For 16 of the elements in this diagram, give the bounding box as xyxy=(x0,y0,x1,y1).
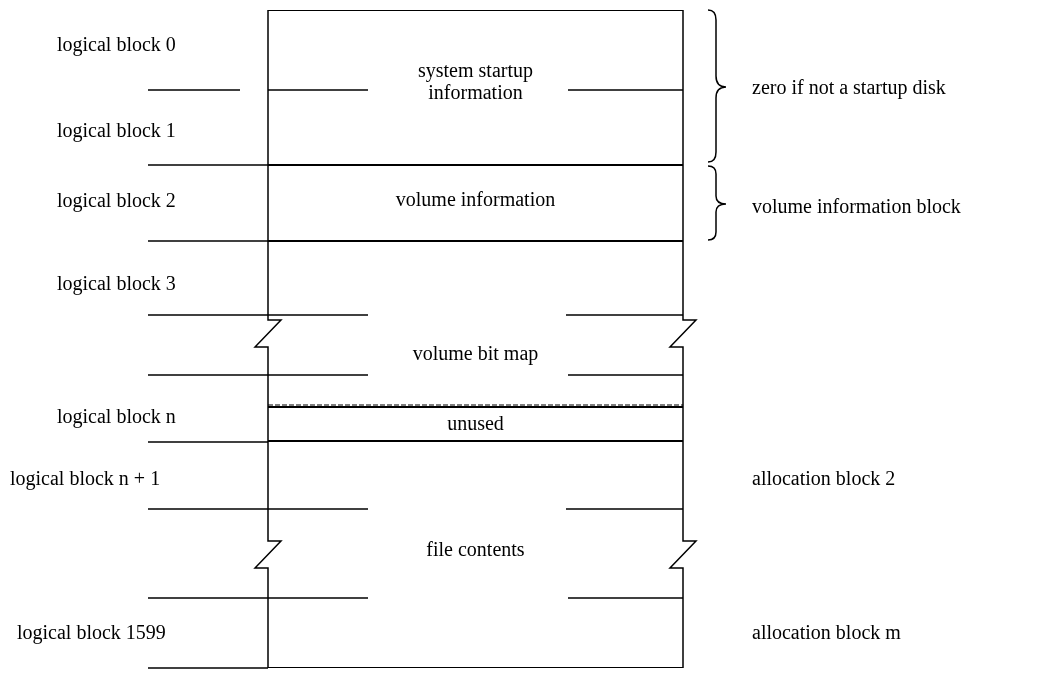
memory-section xyxy=(268,241,683,407)
block-label: logical block 3 xyxy=(57,271,176,295)
block-label: logical block 2 xyxy=(57,188,176,212)
memory-section xyxy=(268,407,683,441)
memory-section xyxy=(268,165,683,241)
block-label: zero if not a startup disk xyxy=(752,75,946,99)
block-label: logical block n + 1 xyxy=(10,466,161,490)
block-label: allocation block m xyxy=(752,620,901,644)
memory-section xyxy=(268,10,683,165)
block-label: volume information block xyxy=(752,194,961,218)
block-label: logical block 0 xyxy=(57,32,176,56)
block-label: logical block n xyxy=(57,404,176,428)
block-label: logical block 1 xyxy=(57,118,176,142)
block-label: allocation block 2 xyxy=(752,466,896,490)
block-label: logical block 1599 xyxy=(17,620,166,644)
memory-section xyxy=(268,441,683,668)
